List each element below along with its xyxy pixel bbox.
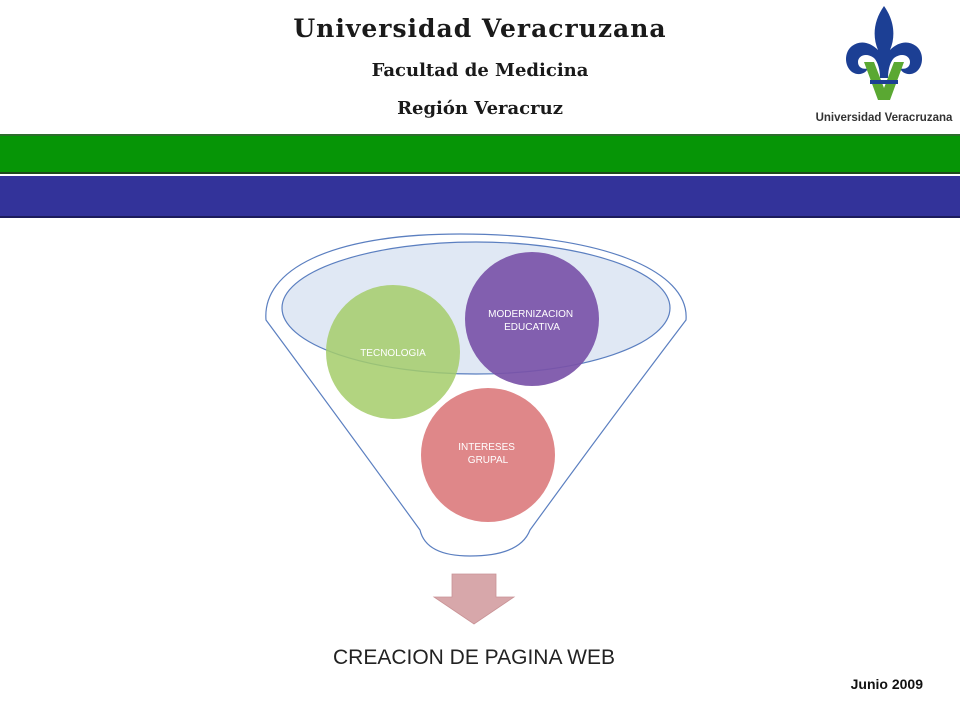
- logo-text: Universidad Veracruzana: [816, 112, 953, 124]
- university-logo: Universidad Veracruzana: [816, 6, 953, 124]
- footer-date: Junio 2009: [850, 676, 923, 692]
- circle-tecnologia: TECNOLOGIA: [326, 285, 460, 419]
- blue-header-band: [0, 176, 960, 218]
- region-subtitle: Región Veracruz: [397, 98, 563, 119]
- funnel-shape: [265, 233, 687, 557]
- flor-de-lis-logo-icon: [846, 6, 922, 100]
- down-arrow-icon: [432, 573, 516, 625]
- circle-intereses-grupal: INTERESES GRUPAL: [421, 388, 555, 522]
- circle-label: TECNOLOGIA: [360, 348, 426, 359]
- circle-label: INTERESES GRUPAL: [458, 442, 517, 466]
- green-header-band: [0, 134, 960, 174]
- funnel-diagram: TECNOLOGIA INTERESES GRUPAL MODERNIZACIO…: [265, 233, 687, 669]
- result-label: CREACION DE PAGINA WEB: [333, 646, 615, 669]
- page-title: Universidad Veracruzana: [293, 14, 667, 43]
- faculty-subtitle: Facultad de Medicina: [371, 60, 589, 81]
- circle-modernizacion-educativa: MODERNIZACION EDUCATIVA: [465, 252, 599, 386]
- circle-label: MODERNIZACION EDUCATIVA: [488, 309, 576, 333]
